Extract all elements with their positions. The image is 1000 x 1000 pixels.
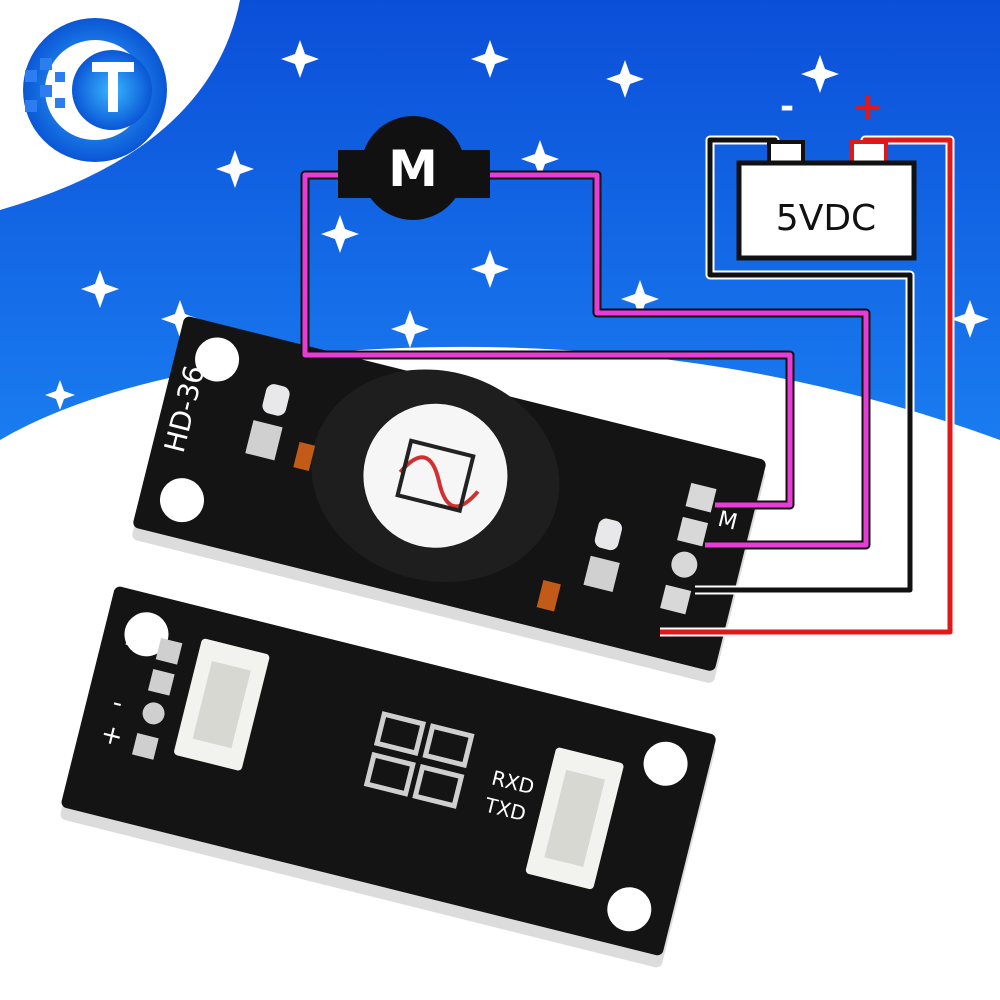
- resistor: [536, 579, 561, 612]
- star-icon: [471, 40, 509, 78]
- led: [262, 384, 290, 416]
- pad: [583, 555, 620, 593]
- star-icon: [281, 40, 319, 78]
- star-icon: [621, 280, 659, 318]
- pad: [147, 668, 175, 696]
- star-icon: [216, 150, 254, 188]
- star-icon: [471, 250, 509, 288]
- supply-minus-label: -: [780, 87, 794, 127]
- battery-symbol: 5VDC - +: [736, 85, 917, 261]
- pad: [142, 702, 165, 725]
- star-icon: [521, 140, 559, 178]
- led: [594, 518, 622, 551]
- supply-voltage-label: 5VDC: [776, 198, 876, 239]
- mount-hole: [159, 478, 204, 523]
- star-icon: [801, 55, 839, 93]
- star-icon: [606, 60, 644, 98]
- motor-label-sticker: [363, 403, 508, 548]
- star-icon: [321, 215, 359, 253]
- pad: [155, 637, 183, 665]
- motor-symbol: M: [338, 116, 490, 220]
- blue-background: [0, 0, 1000, 440]
- pad-m2: [677, 516, 709, 547]
- pcb-top: HD-36 M: [132, 316, 766, 683]
- mount-hole: [607, 887, 652, 932]
- motor-symbol-label: M: [388, 140, 438, 198]
- supply-plus-label: +: [852, 85, 884, 129]
- star-icon: [45, 380, 75, 410]
- resistor: [293, 441, 316, 471]
- pad: [245, 420, 283, 461]
- pcb-bottom: M - + RXD TXD: [60, 586, 716, 968]
- mount-hole: [643, 741, 688, 786]
- pad-minus: [671, 551, 698, 578]
- pad: [132, 733, 159, 760]
- stars: [45, 40, 989, 410]
- star-icon: [951, 300, 989, 338]
- mount-hole: [195, 337, 240, 382]
- star-icon: [545, 370, 575, 400]
- pad-m1: [685, 482, 717, 513]
- star-icon: [391, 310, 429, 348]
- brand-logo: [23, 18, 167, 162]
- pad-plus: [660, 584, 692, 615]
- mount-hole: [124, 612, 169, 657]
- star-icon: [161, 300, 199, 338]
- star-icon: [81, 270, 119, 308]
